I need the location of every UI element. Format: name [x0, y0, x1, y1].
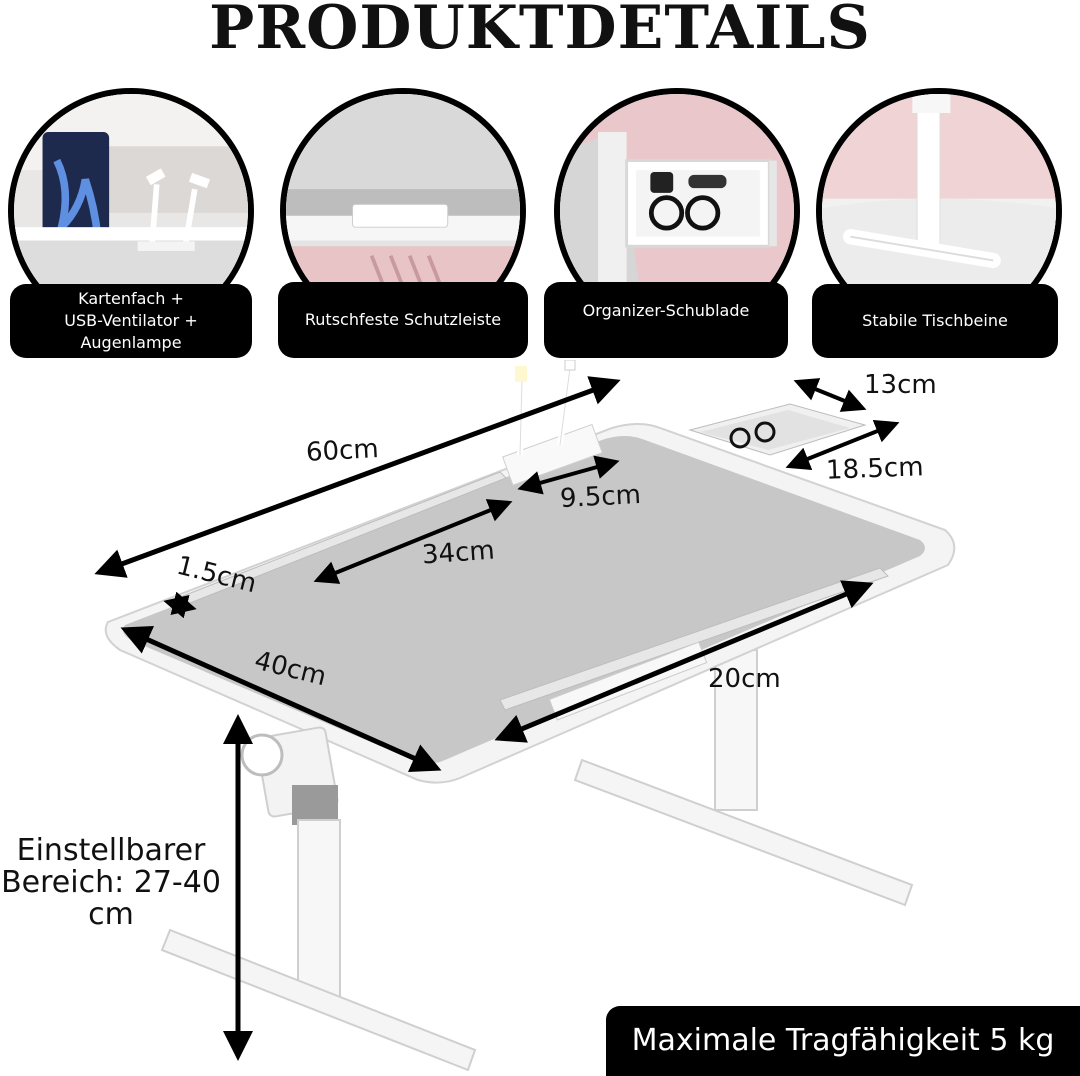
dimension-arrows: [94, 376, 900, 1061]
adjustable-range-label: Einstellbarer Bereich: 27-40 cm: [0, 803, 222, 931]
laptop-tray-illustration: [94, 360, 956, 1072]
feature-label-organizer-drawer-text: Organizer-Schublade: [582, 301, 750, 320]
max-load-text: Maximale Tragfähigkeit 5 kg: [631, 1023, 1055, 1058]
feature-label-card-slot: Kartenfach + USB-Ventilator + Augenlampe: [10, 284, 252, 358]
page-title: PRODUKTDETAILS: [209, 0, 871, 63]
feature-label-table-legs-text: Stabile Tischbeine: [862, 311, 1008, 330]
feature-label-protective-rail-text: Rutschfeste Schutzleiste: [304, 310, 502, 329]
dimension-rail-length-label: 20cm: [708, 664, 781, 694]
dimension-slot-width-label: 9.5cm: [559, 479, 642, 515]
dimension-width-label: 60cm: [305, 434, 380, 468]
dimension-slot-length-label: 34cm: [421, 535, 496, 571]
max-load-badge: Maximale Tragfähigkeit 5 kg: [606, 1006, 1080, 1076]
feature-label-organizer-drawer: Organizer-Schublade: [544, 282, 788, 358]
feature-label-protective-rail: Rutschfeste Schutzleiste: [278, 282, 528, 358]
feature-label-card-slot-text: Kartenfach + USB-Ventilator + Augenlampe: [64, 289, 198, 352]
dimension-drawer-width-label: 18.5cm: [825, 452, 925, 486]
dimension-drawer-depth-label: 13cm: [864, 370, 937, 400]
feature-label-table-legs: Stabile Tischbeine: [812, 284, 1058, 358]
adjustable-range-text: Einstellbarer Bereich: 27-40 cm: [1, 833, 221, 932]
